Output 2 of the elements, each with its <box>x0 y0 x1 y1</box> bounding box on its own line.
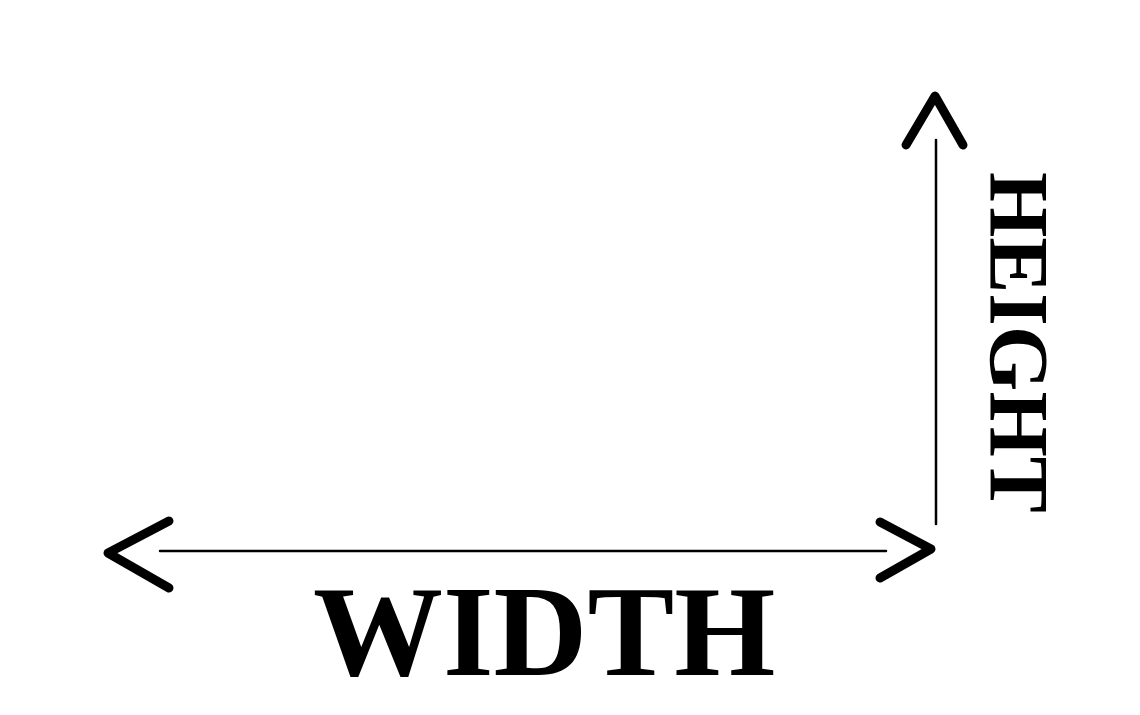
dimension-label: HEIGHT <box>976 172 1060 513</box>
dimension-label: WIDTH <box>313 566 776 696</box>
